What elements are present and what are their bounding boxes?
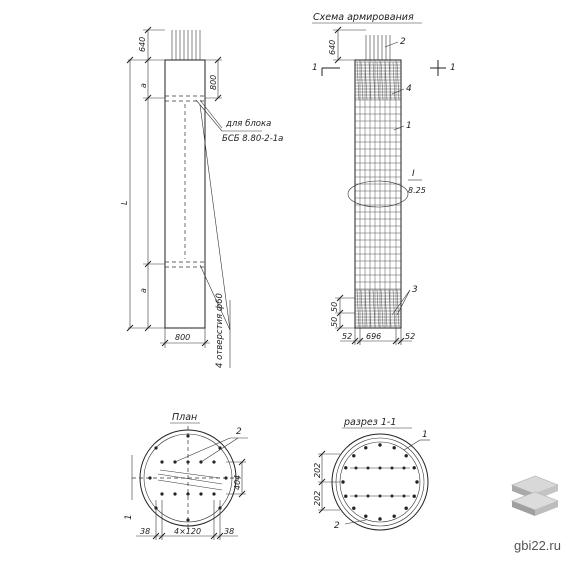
cut-mark-right: 1 [450,63,456,73]
dim-800-bottom: 800 [175,333,190,342]
plan-mark-2: 2 [236,427,242,437]
mark-4: 4 [406,84,412,94]
plan-title: План [172,412,197,423]
reinforcement-outline [354,59,402,329]
dense-zone-top [355,61,401,101]
section-outer-circle [331,433,429,531]
dim-52-right: 52 [405,332,415,341]
section-title: разрез 1-1 [343,417,396,428]
dim-8-25: 8.25 [408,186,426,195]
protruding-bars [171,30,201,60]
block-note-line1: для блока [225,119,271,129]
stacked-slabs-icon [510,475,560,516]
plan-dim-38-left: 38 [140,527,150,536]
mark-2: 2 [400,37,406,47]
dim-a-top: а [139,83,148,88]
mark-I: I [412,169,415,179]
section-mark-2: 2 [334,521,340,531]
dim-a-bottom: а [139,288,148,293]
dim-696: 696 [366,332,381,341]
reinforcement-title: Схема армирования [313,12,414,23]
dim-L: L [120,201,129,205]
section-view: разрез 1-1 1 2 202 202 [313,417,430,531]
dim-800-side: 800 [209,75,218,90]
section-rebar-dots [341,443,419,521]
section-dim-202-a: 202 [313,463,322,478]
section-mark-1: 1 [422,430,428,440]
dim-50-a: 50 [330,302,339,312]
spiral-hoops [355,99,401,290]
plan-view: План 2 1 [124,412,248,540]
dim-52-left: 52 [342,332,352,341]
pile-body [164,59,206,329]
dim-640-left: 640 [138,37,147,52]
plan-dim-38-right: 38 [224,527,234,536]
mark-3: 3 [412,285,418,295]
dim-50-b: 50 [330,317,339,327]
plan-dim-404: 404 [233,475,242,490]
plan-dim-4x120: 4×120 [174,527,201,536]
mark-1: 1 [406,121,412,131]
reinforcement-view: Схема армирования 1 1 [312,12,456,345]
holes-note: 4 отверстия ф60 [215,293,225,368]
site-url[interactable]: gbi22.ru [514,538,561,553]
dense-zone-bottom [355,289,401,328]
section-dim-202-b: 202 [313,491,322,506]
vertical-rebars [359,60,397,328]
elevation-view: 640 а L а 800 800 для блока БСБ 8.80-2-1… [120,26,283,368]
rebar-top [365,35,391,60]
cut-mark-left: 1 [312,63,318,73]
plan-mark-1: 1 [124,514,134,520]
block-note-line2: БСБ 8.80-2-1а [222,134,283,144]
dim-640-right: 640 [328,40,337,55]
